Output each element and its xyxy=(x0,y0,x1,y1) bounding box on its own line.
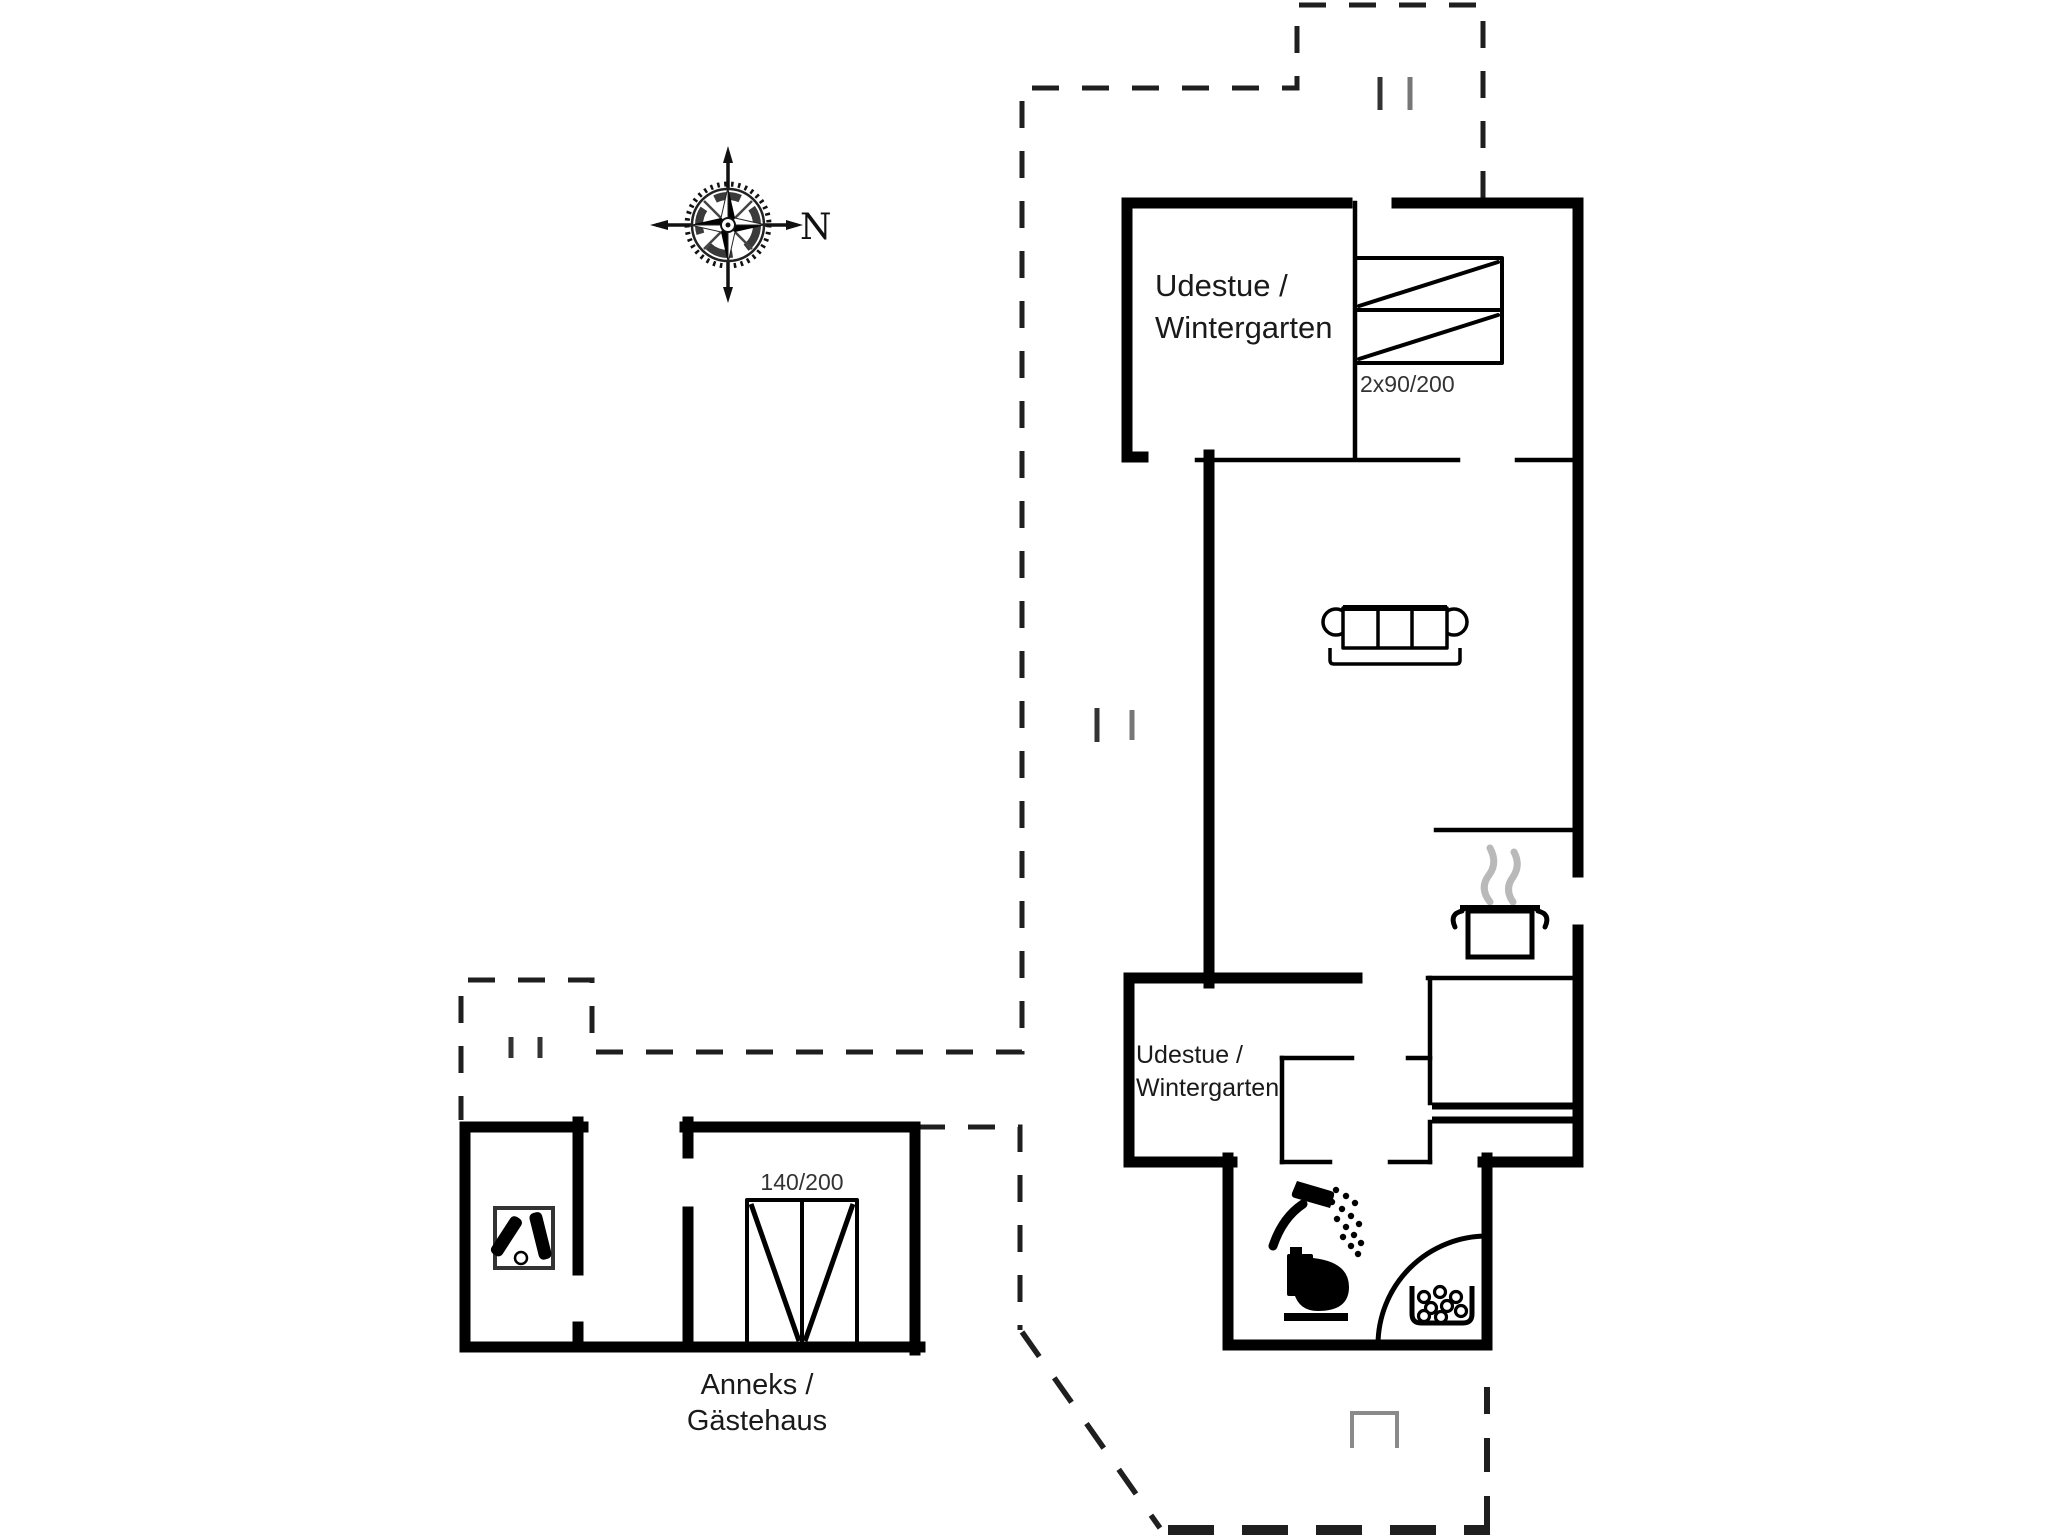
toilet-icon xyxy=(1284,1247,1349,1321)
shower-basin-icon xyxy=(1375,1233,1488,1346)
wall-east-lower xyxy=(1477,924,1584,1168)
annex-walls xyxy=(459,1116,926,1356)
wall-middle-lowerleft xyxy=(1123,972,1363,1168)
shower-spray-dots xyxy=(1328,1186,1365,1258)
wall-guesthouse-top-east xyxy=(679,1121,921,1356)
terrace-boundary-dashed xyxy=(458,2,1490,1535)
room-label-wintergarten-top-line1: Udestue / xyxy=(1155,268,1288,303)
wall-bathroom xyxy=(1222,1152,1493,1351)
double-bed-icon xyxy=(745,1198,859,1347)
terrace-boundary-south-left xyxy=(918,1124,1023,1330)
bed-size-label-top: 2x90/200 xyxy=(1360,371,1455,397)
room-label-wintergarten-lower-line2: Wintergarten xyxy=(1136,1074,1279,1102)
steam-icon xyxy=(1480,844,1498,906)
wall-top-right-east xyxy=(1391,197,1584,878)
annex-label-line1: Anneks / xyxy=(701,1369,815,1401)
annex-label-line2: Gästehaus xyxy=(687,1405,827,1437)
porch-step-marker xyxy=(1350,1411,1399,1448)
bed-size-label-annex: 140/200 xyxy=(760,1169,843,1195)
twin-beds-icon xyxy=(1353,256,1504,365)
compass-rose-icon xyxy=(650,146,803,303)
shower-head-icon xyxy=(1268,1181,1365,1258)
room-label-wintergarten-lower-line1: Udestue / xyxy=(1136,1041,1243,1069)
bottles-crate-icon xyxy=(490,1206,555,1270)
terrace-boundary-north xyxy=(458,2,1486,1120)
main-house-walls xyxy=(1121,197,1584,1351)
terrace-opening-ticks xyxy=(508,77,1413,1058)
cooking-pot-icon xyxy=(1450,844,1550,960)
sofa-icon xyxy=(1321,605,1469,666)
wall-top-left xyxy=(1121,197,1353,463)
room-label-wintergarten-top-line2: Wintergarten xyxy=(1155,310,1332,345)
compass-north-label: N xyxy=(800,207,832,248)
terrace-boundary-diagonal xyxy=(1019,1330,1163,1530)
shower-curtain-arc xyxy=(1375,1233,1488,1346)
